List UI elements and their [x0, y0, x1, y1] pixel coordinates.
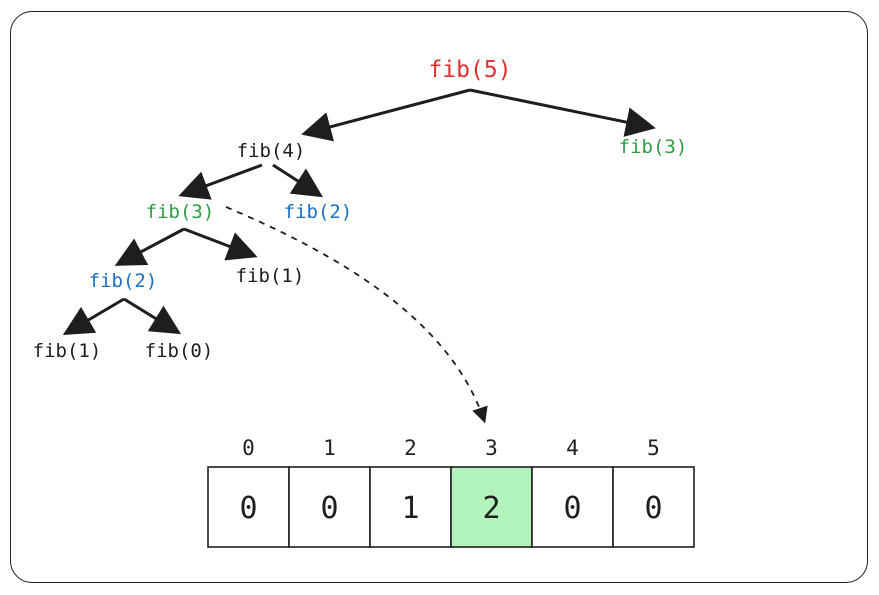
memo-value-0: 0	[239, 491, 257, 526]
edge-fib5-fib3-right	[469, 88, 656, 137]
edge-fib5-fib4	[301, 88, 471, 142]
memo-cell-0	[207, 466, 290, 548]
memo-array: 0 0 1 0 2 1 3 2 4 0 5 0	[207, 436, 695, 548]
node-fib2-right: fib(2)	[284, 201, 353, 223]
node-fib1-mid: fib(1)	[236, 265, 305, 287]
memo-cell-3	[450, 466, 533, 548]
node-fib5: fib(5)	[428, 57, 511, 83]
memo-index-2: 2	[404, 436, 417, 460]
memo-value-2: 1	[401, 491, 419, 526]
edge-fib4-fib2-right	[272, 163, 324, 198]
node-fib0-leaf: fib(0)	[145, 340, 214, 362]
memo-index-3: 3	[485, 436, 498, 460]
edge-fib3-fib1-mid	[183, 227, 258, 261]
edge-fib3-fib2-left	[114, 227, 185, 266]
memo-value-1: 0	[320, 491, 338, 526]
node-fib3-right: fib(3)	[619, 136, 688, 158]
tree-nodes: fib(5) fib(4) fib(3) fib(3) fib(2) fib(2…	[33, 57, 688, 362]
node-fib3-left: fib(3)	[146, 201, 215, 223]
memo-index-5: 5	[647, 436, 660, 460]
memo-cell-5	[612, 466, 695, 548]
memo-value-5: 0	[644, 491, 662, 526]
memo-index-4: 4	[566, 436, 579, 460]
memo-value-3: 2	[482, 491, 500, 526]
edge-fib4-fib3-left	[178, 163, 263, 200]
tree-edges	[62, 88, 656, 336]
edge-fib2-fib0-leaf	[123, 297, 182, 335]
memo-value-4: 0	[563, 491, 581, 526]
memo-index-1: 1	[323, 436, 336, 460]
memo-lookup-arrow	[225, 206, 488, 424]
node-fib4: fib(4)	[237, 140, 306, 162]
node-fib1-leaf: fib(1)	[33, 340, 102, 362]
memo-index-0: 0	[242, 436, 255, 460]
edge-fib2-fib1-leaf	[62, 297, 125, 336]
diagram-frame	[10, 11, 868, 583]
node-fib2-left: fib(2)	[89, 270, 158, 292]
memo-cell-1	[288, 466, 371, 548]
